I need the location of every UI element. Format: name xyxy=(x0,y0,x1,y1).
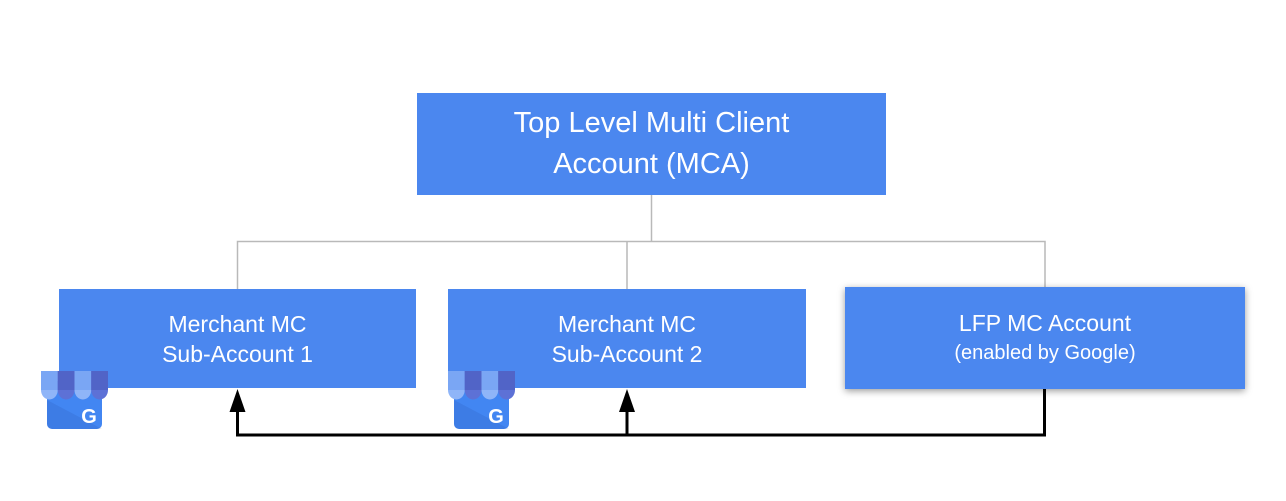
awning-stripe-2-top xyxy=(464,371,482,390)
hierarchy-tree-lines xyxy=(236,195,1046,289)
awning-stripe-1-top xyxy=(448,371,465,390)
storefront-body-shade xyxy=(47,400,102,429)
google-g-letter: G xyxy=(81,406,97,428)
google-g-letter: G xyxy=(488,406,504,428)
flow-line-lfp-to-subaccounts xyxy=(236,389,1046,437)
google-business-storefront-icon: G xyxy=(448,371,515,429)
node-lfp-mc-account: LFP MC Account (enabled by Google) xyxy=(845,287,1245,389)
storefront-body-shade xyxy=(454,400,509,429)
awning-stripe-4-top xyxy=(91,371,108,390)
awning-stripe-3-top xyxy=(74,371,92,390)
node-label-line1: Merchant MC xyxy=(557,310,697,337)
node-label-line1: Merchant MC xyxy=(168,310,307,337)
google-business-storefront-icon: G xyxy=(41,371,108,429)
awning-stripe-1-top xyxy=(41,371,58,390)
awning-stripe-3-top xyxy=(481,371,499,390)
node-label-line2: Sub-Account 2 xyxy=(551,340,703,367)
node-merchant-sub-account-1: Merchant MC Sub-Account 1 xyxy=(59,289,416,388)
awning-stripe-4-top xyxy=(498,371,515,390)
node-label-line1: LFP MC Account xyxy=(958,310,1132,336)
node-label-line2: Account (MCA) xyxy=(553,148,750,180)
arrowhead-to-sub1 xyxy=(229,389,246,412)
node-label-line2: (enabled by Google) xyxy=(954,342,1136,364)
node-label-line1: Top Level Multi Client xyxy=(513,107,790,139)
awning-stripe-2-top xyxy=(57,371,75,390)
arrowhead-to-sub2 xyxy=(619,389,635,412)
node-top-level-mca: Top Level Multi Client Account (MCA) xyxy=(417,93,886,195)
node-label-line2: Sub-Account 1 xyxy=(162,340,313,367)
